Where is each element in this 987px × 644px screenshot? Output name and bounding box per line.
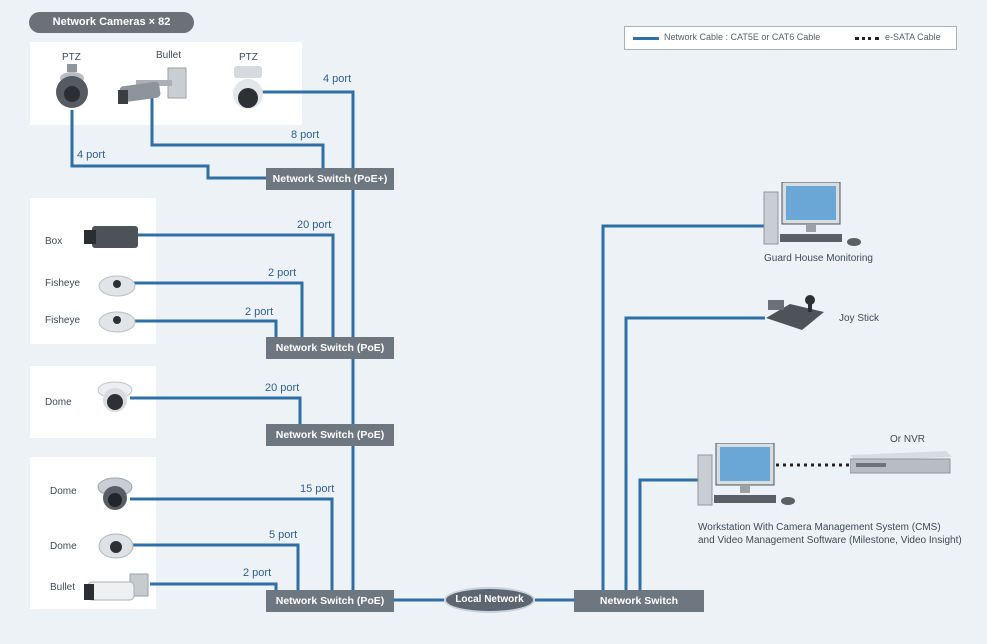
wire-fisheye1 xyxy=(130,281,304,337)
camera-label-fisheye-1: Fisheye xyxy=(45,278,81,289)
legend: Network Cable : CAT5E or CAT6 Cable e-SA… xyxy=(624,26,957,50)
legend-esata-label: e-SATA Cable xyxy=(885,32,941,42)
wire-guard xyxy=(601,224,765,590)
local-network-node: Local Network xyxy=(444,587,535,613)
wire-box xyxy=(138,233,335,337)
wire-dome1 xyxy=(130,396,302,424)
camera-label-fisheye-2: Fisheye xyxy=(45,315,81,326)
workstation-computer-icon xyxy=(697,443,795,506)
port-label-4: 20 port xyxy=(297,219,332,231)
port-label-7: 20 port xyxy=(265,382,300,394)
page-title: Network Cameras × 82 xyxy=(29,12,194,33)
camera-label-ptz-2: PTZ xyxy=(239,52,258,63)
bullet-camera-icon xyxy=(118,67,187,104)
camera-label-bullet-1: Bullet xyxy=(156,50,182,61)
dome-camera-icon-3 xyxy=(98,533,134,559)
wire-workstation xyxy=(638,478,700,590)
camera-label-bullet-2: Bullet xyxy=(50,582,76,593)
wire-joystick xyxy=(624,316,765,590)
camera-label-box: Box xyxy=(45,236,63,247)
network-switch-poe-plus: Network Switch (PoE+) xyxy=(266,168,394,190)
joystick-controller-icon xyxy=(766,295,824,330)
guard-monitor-computer-icon xyxy=(763,182,861,246)
camera-label-dome-2: Dome xyxy=(50,486,77,497)
camera-group-3-panel xyxy=(30,366,156,438)
wire-ptz2 xyxy=(262,90,355,168)
dome-camera-icon-1 xyxy=(97,381,133,412)
network-switch-poe-1: Network Switch (PoE) xyxy=(266,337,394,359)
port-label-1: 4 port xyxy=(323,73,352,85)
network-switch-main: Network Switch xyxy=(574,590,704,612)
camera-label-dome-1: Dome xyxy=(45,397,72,408)
wire-dome3 xyxy=(130,543,300,590)
fisheye-camera-icon-1 xyxy=(98,275,136,297)
workstation-label-line-2: and Video Management Software (Milestone… xyxy=(698,535,962,546)
dome-camera-icon-2 xyxy=(97,477,133,510)
fisheye-camera-icon-2 xyxy=(98,311,136,333)
network-switch-poe-3: Network Switch (PoE) xyxy=(266,590,394,612)
port-label-5: 2 port xyxy=(268,267,297,279)
legend-network-cable-label: Network Cable : CAT5E or CAT6 Cable xyxy=(664,32,821,42)
ptz-camera-icon xyxy=(56,64,88,108)
legend-solid-line xyxy=(633,37,659,40)
network-switch-poe-2: Network Switch (PoE) xyxy=(266,424,394,446)
port-label-9: 5 port xyxy=(269,529,298,541)
wire-bullet2 xyxy=(150,582,278,590)
camera-label-ptz-1: PTZ xyxy=(62,52,81,63)
legend-dotted-line xyxy=(855,37,879,40)
nvr-label: Or NVR xyxy=(890,434,925,445)
ptz-dome-camera-icon xyxy=(233,66,263,109)
workstation-label-line-1: Workstation With Camera Management Syste… xyxy=(698,522,941,533)
port-label-3: 4 port xyxy=(77,149,106,161)
box-camera-icon xyxy=(84,226,138,248)
port-label-6: 2 port xyxy=(245,306,274,318)
bullet-camera-icon-2 xyxy=(84,573,149,601)
port-label-8: 15 port xyxy=(300,483,335,495)
camera-label-dome-3: Dome xyxy=(50,541,77,552)
nvr-recorder-icon xyxy=(850,451,952,474)
wire-fisheye2 xyxy=(130,319,278,337)
joystick-label: Joy Stick xyxy=(839,313,880,324)
port-label-2: 8 port xyxy=(291,129,320,141)
wire-dome2 xyxy=(130,497,334,590)
port-label-10: 2 port xyxy=(243,567,272,579)
guard-house-monitoring-label: Guard House Monitoring xyxy=(764,253,873,264)
wire-bullet1 xyxy=(150,98,325,168)
wire-ptz1 xyxy=(70,110,266,180)
